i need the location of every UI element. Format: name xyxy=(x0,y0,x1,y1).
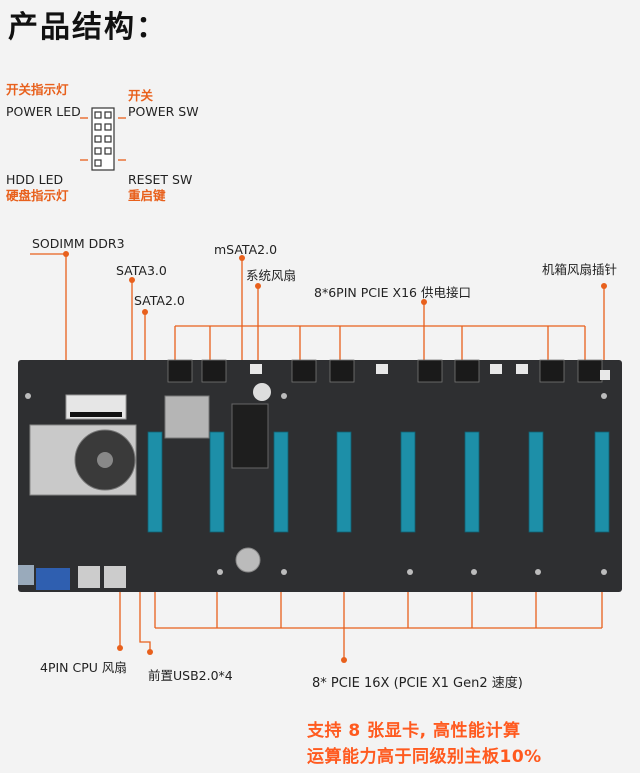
front-panel-header-icon xyxy=(91,107,115,171)
promo-line-2: 运算能力高于同级别主板10% xyxy=(307,747,542,767)
hdd-led-label: HDD LED xyxy=(6,172,64,187)
pcie-power-label: 8*6PIN PCIE X16 供电接口 xyxy=(314,285,471,300)
power-led-label-cn: 开关指示灯 xyxy=(6,82,69,97)
reset-sw-label: RESET SW xyxy=(128,172,193,187)
sata2-label: SATA2.0 xyxy=(134,293,185,308)
power-led-label: POWER LED xyxy=(6,104,81,119)
msata-label: mSATA2.0 xyxy=(214,242,278,257)
system-fan-label: 系统风扇 xyxy=(246,268,297,283)
sodimm-label: SODIMM DDR3 xyxy=(32,236,125,251)
front-usb-label: 前置USB2.0*4 xyxy=(148,668,233,683)
sata3-label: SATA3.0 xyxy=(116,263,167,278)
power-sw-label-cn: 开关 xyxy=(128,88,154,103)
cpu-fan-label: 4PIN CPU 风扇 xyxy=(40,660,127,675)
power-sw-label: POWER SW xyxy=(128,104,199,119)
chassis-fan-label: 机箱风扇插针 xyxy=(542,262,618,277)
page-title: 产品结构： xyxy=(8,10,168,45)
hdd-led-label-cn: 硬盘指示灯 xyxy=(6,188,69,203)
promo-line-1: 支持 8 张显卡, 高性能计算 xyxy=(307,721,521,741)
pcie-slots-label: 8* PCIE 16X (PCIE X1 Gen2 速度) xyxy=(312,676,523,691)
reset-sw-label-cn: 重启键 xyxy=(128,188,166,203)
